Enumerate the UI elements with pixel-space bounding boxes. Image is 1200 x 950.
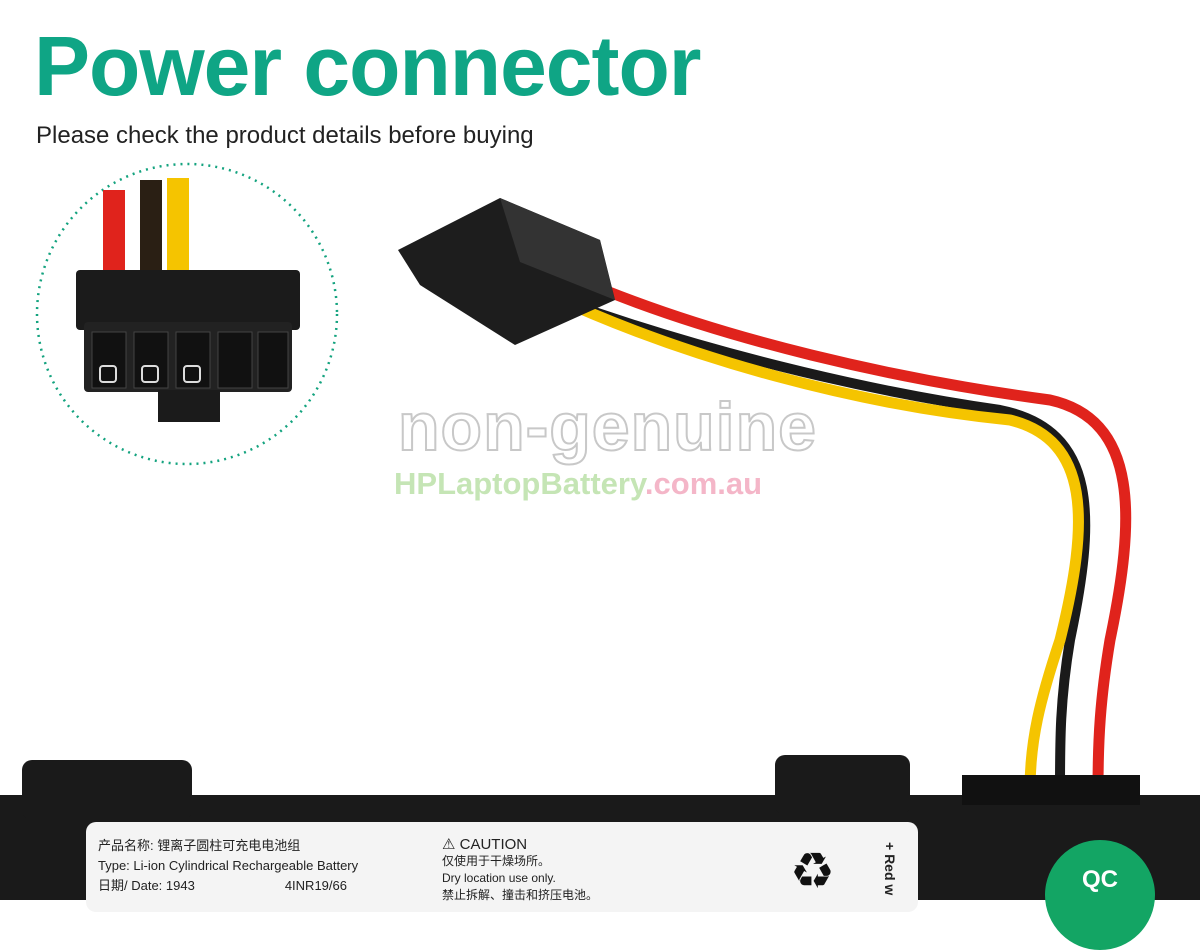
page-title: Power connector [34,19,701,113]
battery-label: 产品名称: 锂离子圆柱可充电电池组 Type: Li-ion Cylindric… [86,822,918,912]
watermark-site: HPLaptopBattery.com.au [394,466,763,501]
qc-badge: QC [1045,840,1155,950]
label-side-text: + Red w [882,842,898,896]
caution-line: 仅使用于干燥场所。 [442,854,551,868]
label-type: Type: Li-ion Cylindrical Rechargeable Ba… [98,858,359,873]
warning-triangle-icon: ⚠ [442,836,456,853]
connector-closeup [35,162,339,466]
label-date: 日期/ Date: 1943 [98,878,195,893]
cable [544,274,1132,796]
caution-line: Dry location use only. [442,871,556,885]
page-subtitle: Please check the product details before … [36,122,534,149]
recycle-icon: ♻ [790,843,835,899]
molex-connector [398,198,615,345]
watermark-text: non-genuine [397,388,817,466]
label-caution: CAUTION [459,836,528,853]
caution-line: 禁止拆解、撞击和挤压电池。 [442,888,599,902]
label-product-name: 产品名称: 锂离子圆柱可充电电池组 [98,838,301,853]
label-model: 4INR19/66 [284,878,347,893]
